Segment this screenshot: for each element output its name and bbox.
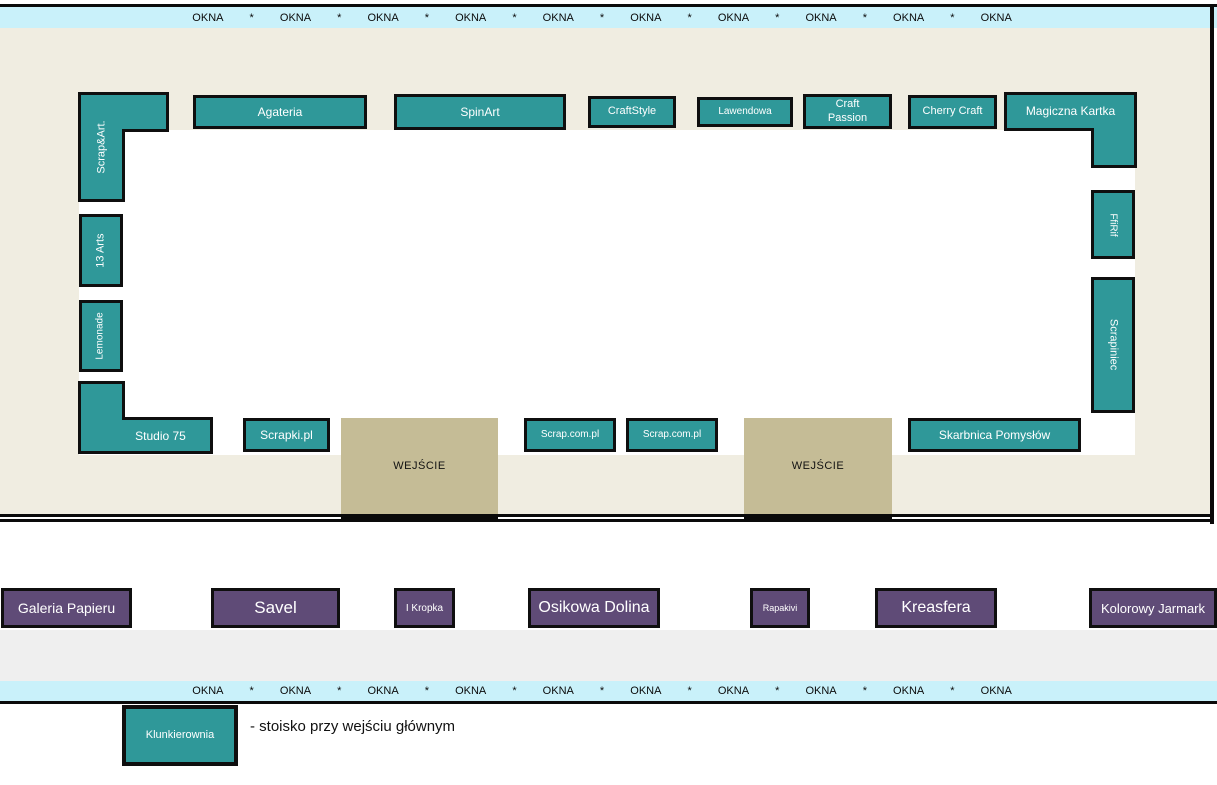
booth-kreasfera: Kreasfera (875, 588, 997, 628)
window-separator: * (950, 11, 955, 24)
window-label: OKNA (980, 685, 1012, 697)
window-separator: * (512, 11, 517, 24)
window-label: OKNA (192, 11, 224, 24)
window-label: OKNA (542, 685, 574, 697)
window-label: OKNA (893, 11, 925, 24)
entrance-right-threshold (744, 514, 892, 522)
booth-magiczna-kartka-shape (1004, 92, 1137, 168)
booth-craftstyle: CraftStyle (588, 96, 676, 128)
booth-savel: Savel (211, 588, 340, 628)
booth-rapakivi: Rapakivi (750, 588, 810, 628)
window-separator: * (687, 685, 692, 697)
window-label: OKNA (367, 11, 399, 24)
window-separator: * (599, 11, 605, 24)
booth-scrap-com-pl-2: Scrap.com.pl (626, 418, 718, 452)
booth-label: I Kropka (405, 602, 444, 614)
window-label: OKNA (279, 685, 312, 697)
window-separator: * (424, 685, 430, 697)
booth-label: CraftStyle (607, 105, 657, 118)
window-label: OKNA (455, 685, 487, 697)
legend-description-text: - stoisko przy wejściu głównym (250, 717, 456, 735)
hall-floor (79, 130, 1135, 455)
window-label: OKNA (717, 11, 750, 24)
entrance-right: WEJŚCIE (744, 418, 892, 514)
entrance-label: WEJŚCIE (791, 460, 845, 472)
booth-label: Galeria Papieru (17, 600, 116, 616)
booth-label: Scrapki.pl (260, 427, 313, 442)
window-label: OKNA (893, 685, 925, 697)
window-label: OKNA (805, 685, 837, 697)
booth-lawendowa: Lawendowa (697, 97, 793, 127)
window-label: OKNA (630, 685, 662, 697)
window-label: OKNA (367, 685, 399, 697)
legend-description: - stoisko przy wejściu głównym (250, 712, 710, 740)
booth-galeria-papieru: Galeria Papieru (1, 588, 132, 628)
window-separator: * (337, 685, 342, 697)
window-separator: * (249, 11, 254, 24)
entrance-left-threshold (341, 514, 498, 522)
booth-scrap-com-pl-1: Scrap.com.pl (524, 418, 616, 452)
window-separator: * (599, 685, 605, 697)
window-separator: * (424, 11, 430, 24)
window-separator: * (687, 11, 692, 24)
window-separator: * (862, 685, 867, 697)
window-label: OKNA (630, 11, 662, 24)
window-label: OKNA (805, 11, 837, 24)
booth-label: Osikowa Dolina (538, 599, 650, 616)
bottom-frame-line (0, 701, 1217, 704)
window-label: OKNA (279, 11, 312, 24)
window-label: OKNA (542, 11, 574, 24)
booth-label: Kreasfera (901, 599, 971, 616)
booth-cherry-craft: Cherry Craft (908, 95, 997, 129)
booth-agateria: Agateria (193, 95, 367, 129)
window-label: OKNA (717, 685, 750, 697)
booth-spinart: SpinArt (394, 94, 566, 130)
top-window-strip: OKNA * OKNA * OKNA * OKNA * OKNA * OKNA * OKNA * OKNA *… (0, 7, 1217, 28)
booth-label: Skarbnica Pomysłów (938, 427, 1051, 442)
booth-label: Cherry Craft (922, 105, 983, 118)
booth-kolorowy-jarmark: Kolorowy Jarmark (1089, 588, 1217, 628)
booth-skarbnica-pomyslow: Skarbnica Pomysłów (908, 418, 1081, 452)
window-label: OKNA (192, 685, 224, 697)
booth-label: Lawendowa (718, 106, 772, 117)
booth-scrap-art-shape (78, 92, 169, 202)
top-okna-row: OKNA * OKNA * OKNA * OKNA * OKNA * OKNA * OKNA * OKNA *… (186, 7, 1026, 28)
booth-label: Rapakivi (762, 603, 798, 613)
window-separator: * (337, 11, 342, 24)
booth-label: Kolorowy Jarmark (1100, 600, 1206, 616)
booth-label: Klunkierownia (145, 728, 215, 741)
booth-i-kropka: I Kropka (394, 588, 455, 628)
bottom-wall-line-outer (0, 514, 1213, 517)
booth-scrapki-pl: Scrapki.pl (243, 418, 330, 452)
window-separator: * (249, 685, 254, 697)
bottom-wall-line-inner (0, 519, 1213, 522)
booth-craft-passion: Craft Passion (803, 94, 892, 129)
window-separator: * (775, 685, 780, 697)
booth-label: SpinArt (460, 104, 500, 119)
top-wall-line (0, 4, 1217, 7)
bottom-window-strip: OKNA * OKNA * OKNA * OKNA * OKNA * OKNA * OKNA * OKNA *… (0, 681, 1217, 701)
window-label: OKNA (455, 11, 487, 24)
lower-band (0, 630, 1217, 681)
booth-label: Agateria (257, 104, 303, 119)
booth-osikowa-dolina: Osikowa Dolina (528, 588, 660, 628)
booth-label: Scrap.com.pl (540, 429, 600, 440)
booth-label: Craft Passion (827, 98, 868, 124)
right-wall-line (1210, 7, 1214, 524)
window-separator: * (950, 685, 955, 697)
window-separator: * (512, 685, 517, 697)
booth-label: Scrap.com.pl (642, 429, 702, 440)
entrance-left: WEJŚCIE (341, 418, 498, 514)
window-separator: * (775, 11, 780, 24)
bottom-okna-row: OKNA * OKNA * OKNA * OKNA * OKNA * OKNA * OKNA * OKNA *… (186, 681, 1026, 701)
booth-label: Savel (254, 598, 297, 617)
window-label: OKNA (980, 11, 1012, 24)
booth-studio75-shape (78, 381, 213, 454)
window-separator: * (862, 11, 867, 24)
entrance-label: WEJŚCIE (393, 460, 446, 472)
legend-booth-klunkierownia: Klunkierownia (122, 705, 238, 766)
